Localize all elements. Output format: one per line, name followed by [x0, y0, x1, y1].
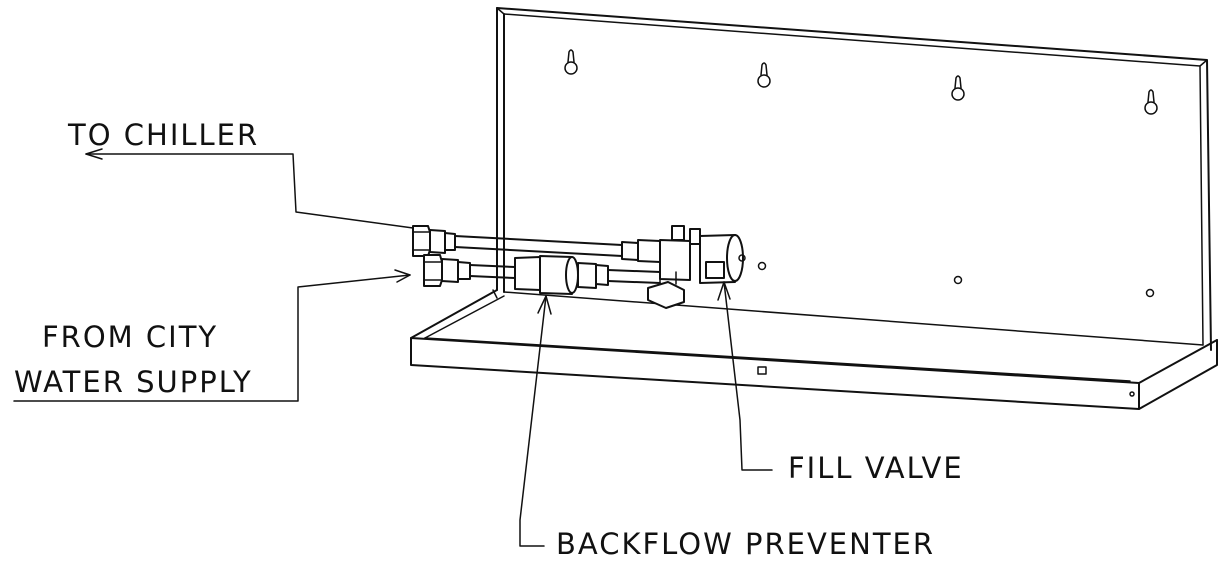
keyhole-slot-3: [951, 75, 965, 101]
leader-lines: [13, 148, 773, 547]
label-fill-valve: FILL VALVE: [788, 451, 964, 485]
city-supply-pipe: [423, 254, 516, 287]
keyhole-slot-2: [757, 62, 771, 88]
chiller-supply-pipe: [412, 225, 661, 263]
back-panel: [496, 7, 1212, 351]
label-to-chiller: TO CHILLER: [67, 118, 259, 152]
keyhole-slots: [564, 49, 1158, 115]
label-backflow-preventer: BACKFLOW PREVENTER: [556, 527, 935, 561]
mounting-hole: [953, 275, 963, 285]
keyhole-slot-1: [564, 49, 578, 75]
backflow-preventer: [514, 255, 661, 295]
label-water-supply: WATER SUPPLY: [14, 365, 253, 399]
callout-labels: TO CHILLER FROM CITY WATER SUPPLY FILL V…: [14, 118, 964, 561]
keyhole-slot-4: [1144, 89, 1158, 115]
label-from-city: FROM CITY: [42, 320, 218, 354]
bottom-tray: [410, 289, 1218, 410]
fill-valve: [647, 225, 746, 309]
mounting-holes: [757, 261, 1155, 298]
mounting-hole: [1145, 288, 1155, 298]
mounting-hole: [757, 261, 767, 271]
